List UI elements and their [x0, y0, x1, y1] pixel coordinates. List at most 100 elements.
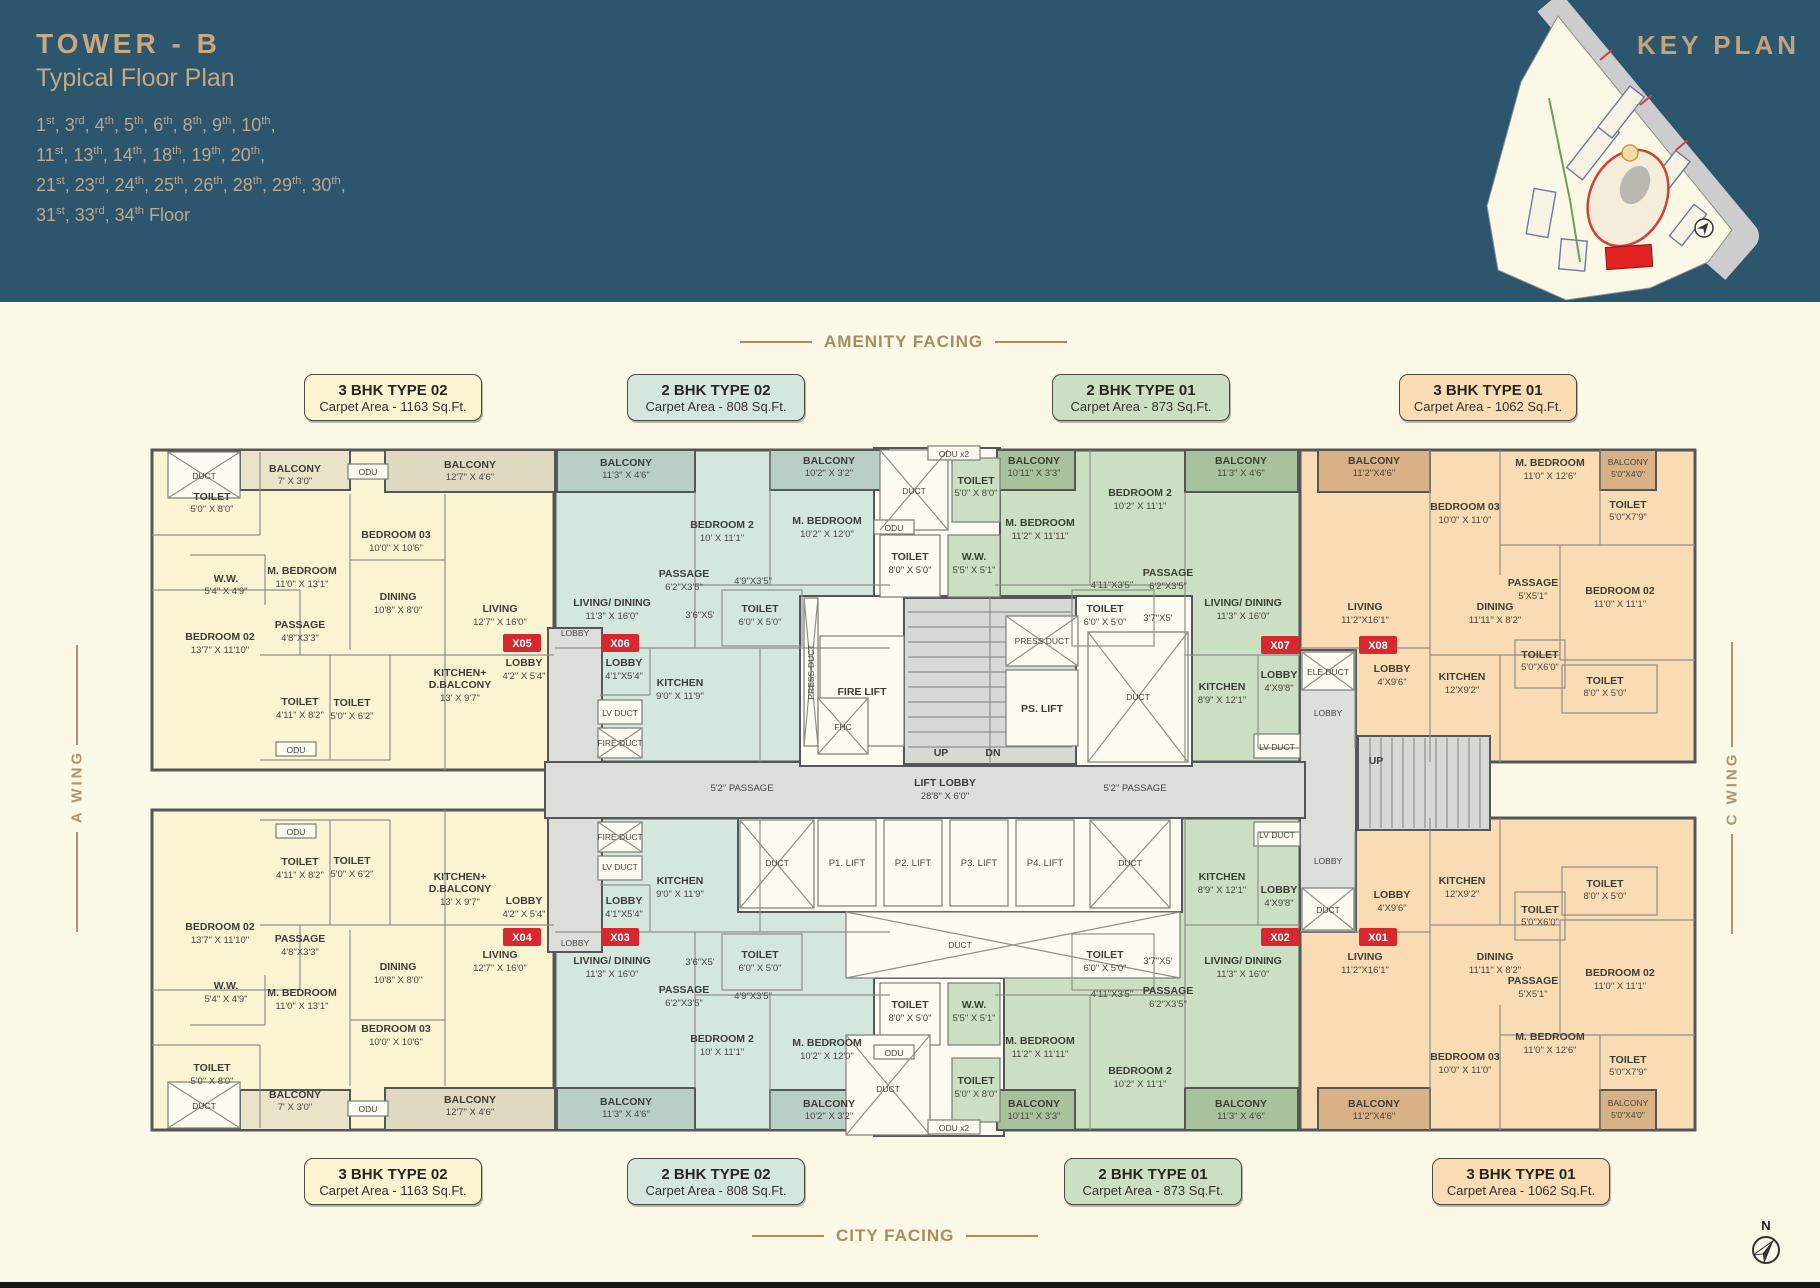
room-dims: 11'3" X 16'0": [586, 611, 639, 622]
room-label: DUCT: [948, 940, 972, 950]
key-plan-title: KEY PLAN: [1637, 30, 1800, 60]
room-dims: 11'3" X 16'0": [1217, 611, 1270, 622]
room-dims: 5'4" X 4'9": [204, 586, 247, 597]
room-dims: 4'8"X3'3": [281, 633, 319, 644]
room-label: BEDROOM 03: [361, 1023, 431, 1035]
room-label: UP: [934, 747, 949, 759]
room-label: DINING: [1477, 951, 1514, 963]
room-dims: 6'0" X 5'0": [1083, 963, 1126, 974]
room-label: LOBBY: [561, 628, 590, 638]
divider-line: [995, 341, 1068, 343]
room-dims: 3'6"X5': [685, 957, 714, 968]
room-label: TOILET: [1609, 499, 1647, 511]
toilet-partition-x08-a: [1514, 639, 1566, 689]
room-dims: 10'8" X 8'0": [374, 605, 422, 616]
tower-subtitle: Typical Floor Plan: [36, 64, 235, 92]
room-dims: 10'2" X 3'2": [805, 1111, 853, 1122]
room-dims: 4'11" X 8'2": [276, 710, 324, 721]
balcony-x05-small: [239, 449, 351, 491]
room-dims: 7' X 3'0": [278, 1102, 312, 1113]
room-label: BALCONY: [600, 457, 652, 469]
room-label: TOILET: [957, 475, 995, 487]
room-label: BALCONY: [269, 1089, 321, 1101]
room-dims: 5'5" X 5'1": [952, 1013, 995, 1024]
room-label: ODU x2: [939, 449, 970, 459]
divider-line: [966, 1235, 1039, 1237]
unit-badge-x05: [503, 634, 541, 652]
room-label: TOILET: [1586, 878, 1624, 890]
room-label: LOBBY: [1314, 856, 1343, 866]
room-label: DUCT: [765, 858, 789, 868]
unit-x01-3bhk01: [1298, 816, 1697, 1132]
room-dims: 4'8"X3'3": [281, 947, 319, 958]
odu-box-x05-kitchen: [275, 741, 317, 757]
room-label: LOBBY: [1261, 884, 1298, 896]
building-outline: [1557, 238, 1589, 272]
building-outline: [1525, 187, 1557, 239]
lv-duct-box-x03: [597, 855, 643, 881]
room-label: LIVING: [482, 949, 517, 961]
room-label: TOILET: [193, 491, 231, 503]
room-dims: 11'0" X 12'6": [1524, 1045, 1577, 1056]
room-label: ODU x2: [939, 1123, 970, 1133]
room-dims: 10'2" X 3'2": [805, 468, 853, 479]
unit-type-label-2bhk01-top: 2 BHK TYPE 01 Carpet Area - 873 Sq.Ft.: [1052, 374, 1230, 421]
room-label: BALCONY: [803, 455, 855, 467]
room-label: BEDROOM 2: [1108, 487, 1172, 499]
city-facing-text: CITY FACING: [836, 1226, 955, 1245]
lv-duct-box-right-bottom: [1253, 821, 1301, 847]
room-label: BALCONY: [1008, 455, 1060, 467]
unit-badge-label: X02: [1270, 932, 1290, 944]
room-dims: 12'X9'2": [1445, 685, 1479, 696]
amenity-facing-text: AMENITY FACING: [824, 332, 984, 351]
unit-type-carpet: Carpet Area - 1163 Sq.Ft.: [319, 398, 467, 414]
unit-type-carpet: Carpet Area - 1163 Sq.Ft.: [319, 1182, 467, 1198]
room-dims: 12'7" X 4'6": [446, 1107, 494, 1118]
header-band: TOWER - B Typical Floor Plan 1st, 3rd, 4…: [0, 0, 1820, 302]
room-dims: 10' X 11'1": [700, 1047, 744, 1058]
room-dims: 5'0"X7'9": [1609, 1067, 1647, 1078]
room-label: W.W.: [962, 551, 987, 563]
floors-line-1: 1st, 3rd, 4th, 5th, 6th, 8th, 9th, 10th,: [36, 115, 276, 135]
room-dims: 6'2"X3'5": [1149, 581, 1187, 592]
corridor-label: LIFT LOBBY: [914, 777, 976, 789]
room-dims: 4'11"X3'5": [1091, 580, 1133, 591]
unit-type-carpet: Carpet Area - 873 Sq.Ft.: [1082, 1182, 1224, 1198]
room-label: TOILET: [741, 603, 779, 615]
wing-line: [1731, 834, 1733, 934]
room-label: BALCONY: [1348, 1098, 1400, 1110]
room-label: TOILET: [333, 697, 371, 709]
room-dims: 8'9" X 12'1": [1198, 885, 1246, 896]
ps-lift-box: [1005, 669, 1079, 747]
room-label: TOILET: [891, 999, 929, 1011]
room-dims: 11'11" X 8'2": [1469, 965, 1521, 976]
bottom-border: [0, 1282, 1820, 1288]
room-dims: 4'X9'8": [1264, 898, 1293, 909]
unit-badge-label: X03: [610, 932, 630, 944]
p1-lift-box: [817, 819, 877, 907]
partitions-x02: [995, 818, 1300, 1130]
room-dims: 11'0" X 11'1": [1594, 981, 1646, 992]
toilet-box-green-top: [951, 457, 1001, 523]
room-label: ODU: [287, 827, 306, 837]
room-label: BEDROOM 02: [1585, 967, 1655, 979]
room-dims: 10'0" X 10'6": [369, 1037, 423, 1048]
room-dims: 10'2" X 11'1": [1114, 501, 1167, 512]
room-dims: 5'0"X6'0": [1521, 662, 1559, 673]
room-dims: 6'2"X3'5": [1149, 999, 1187, 1010]
room-label: BALCONY: [600, 1096, 652, 1108]
key-plan-map: [1486, 0, 1759, 301]
room-dims: 4'11"X3'5": [1091, 989, 1133, 1000]
room-label: TOILET: [891, 551, 929, 563]
unit-x05-3bhk02: [150, 448, 556, 772]
room-dims: 11'0" X 13'1": [276, 1001, 329, 1012]
room-label: BEDROOM 02: [1585, 585, 1655, 597]
room-label: D.BALCONY: [429, 883, 491, 895]
room-dims: 5'0" X 6'2": [330, 711, 373, 722]
room-dims: 4'11" X 8'2": [276, 870, 324, 881]
corridor-label: 5'2" PASSAGE: [710, 783, 773, 794]
balcony-x07-left: [996, 449, 1076, 491]
room-label: KITCHEN: [1199, 681, 1246, 693]
unit-badge-label: X01: [1368, 932, 1388, 944]
room-label: TOILET: [1086, 949, 1124, 961]
